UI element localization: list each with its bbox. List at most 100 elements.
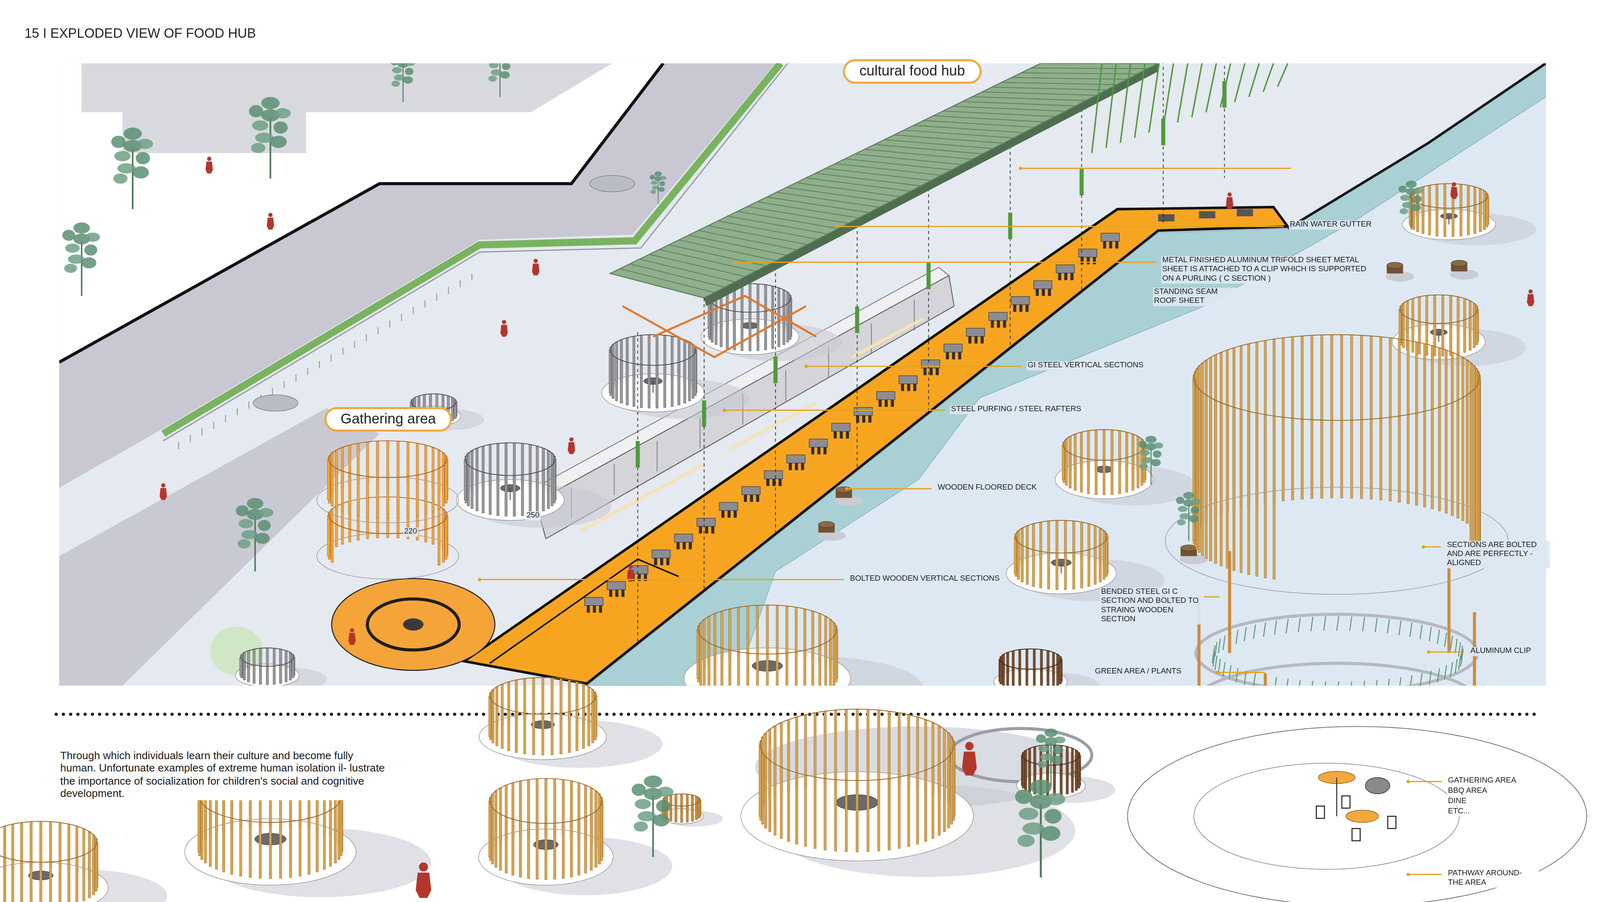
wooden-slat (693, 353, 696, 396)
wooden-slat (249, 821, 252, 878)
wooden-slat (20, 861, 23, 902)
fence-post (377, 327, 379, 335)
wooden-slat (1418, 321, 1421, 355)
wooden-slat (1320, 335, 1323, 499)
chair (711, 526, 714, 534)
tree-leaf (659, 181, 666, 187)
wooden-slat (49, 821, 52, 868)
steel-post (635, 441, 640, 469)
wooden-slat (674, 806, 678, 823)
wooden-slat (488, 473, 492, 515)
wooden-slat (844, 709, 848, 782)
wooden-slat (1232, 407, 1236, 572)
chair (833, 431, 837, 439)
plant-blade (1212, 645, 1215, 661)
tree-leaf (81, 257, 97, 269)
wooden-slat (513, 475, 516, 517)
counter (851, 318, 924, 358)
tree (62, 222, 101, 297)
leader-line (1217, 672, 1266, 674)
wooden-slat (386, 477, 389, 519)
tree-trunk (80, 241, 83, 297)
plant-blade (1218, 639, 1221, 654)
wooden-slat (824, 778, 827, 851)
wooden-slat (536, 472, 539, 514)
chair (766, 479, 770, 487)
wooden-slat (560, 713, 563, 755)
wooden-slat (495, 705, 499, 747)
wooden-slat (1025, 649, 1028, 673)
plant-blade (1429, 671, 1432, 686)
chair (929, 368, 933, 376)
person-head (502, 320, 507, 325)
wooden-slat (1423, 344, 1426, 508)
tree-leaf (658, 187, 665, 193)
gi-post (1206, 63, 1217, 113)
wooden-slat (1398, 309, 1401, 343)
deck-table (1101, 233, 1120, 249)
chair (794, 463, 798, 471)
tree-leaf (1038, 745, 1050, 753)
wooden-slat (640, 364, 643, 408)
wooden-slat (907, 775, 910, 848)
leader-line (1423, 546, 1441, 548)
tree-leaf (1183, 491, 1195, 500)
wooden-slat (1370, 336, 1373, 500)
wooden-slat (438, 524, 441, 566)
table-top (1033, 280, 1053, 290)
steel-post (926, 262, 931, 290)
wooden-slat (1209, 397, 1212, 562)
tree-leaf (1140, 449, 1151, 457)
wooden-slat (1247, 411, 1250, 575)
leader-dot (723, 408, 727, 413)
wooden-slat (1047, 552, 1050, 590)
wooden-slat (442, 465, 445, 507)
chair (788, 463, 792, 471)
pavilion-rim (1000, 649, 1062, 670)
wooden-slat (786, 303, 789, 343)
table-top (741, 486, 761, 496)
wooden-slat (337, 803, 340, 861)
chair (1035, 289, 1039, 297)
callout-label: RAIN WATER GUTTER (1288, 220, 1373, 230)
tree-leaf (500, 71, 510, 79)
wooden-slat (464, 459, 467, 501)
callout-label: ETC... (1446, 807, 1471, 817)
wooden-slat (1457, 321, 1460, 355)
tree-leaf (1014, 789, 1033, 805)
chair (1070, 273, 1074, 281)
wooden-slat (532, 678, 535, 719)
wooden-slat (330, 521, 333, 563)
chair (1064, 273, 1068, 281)
wooden-slat (1039, 551, 1042, 589)
wooden-slat (438, 468, 441, 510)
tree-trunk (402, 65, 404, 103)
wooden-slat (591, 702, 594, 744)
person-body (532, 263, 540, 276)
wooden-slat (1060, 764, 1063, 796)
chair (913, 383, 916, 391)
table-leg (1448, 216, 1450, 225)
tree-leaf (1045, 793, 1066, 806)
tree-leaf (1405, 180, 1417, 189)
wooden-slat (327, 459, 330, 501)
wooden-slat (1475, 386, 1478, 551)
tree-leaf (257, 520, 271, 532)
wooden-slat (1407, 340, 1410, 505)
table-top (831, 423, 851, 432)
tree-leaf (1017, 835, 1035, 848)
gi-post (1177, 63, 1188, 123)
roof-seam (933, 115, 1045, 122)
wooden-slat (1198, 389, 1201, 554)
wooden-slat (787, 770, 790, 843)
plant-blade (1450, 635, 1453, 651)
fence-post (447, 286, 449, 294)
wooden-slat (536, 823, 539, 880)
ring-shadow (948, 728, 1092, 782)
roof-seam (619, 268, 715, 293)
roof-seam (835, 163, 942, 176)
page-title: 15 I EXPLODED VIEW OF FOOD HUB (24, 25, 257, 41)
plant-blade (1336, 681, 1339, 687)
wooden-slat (88, 852, 91, 899)
table-top (809, 439, 828, 448)
